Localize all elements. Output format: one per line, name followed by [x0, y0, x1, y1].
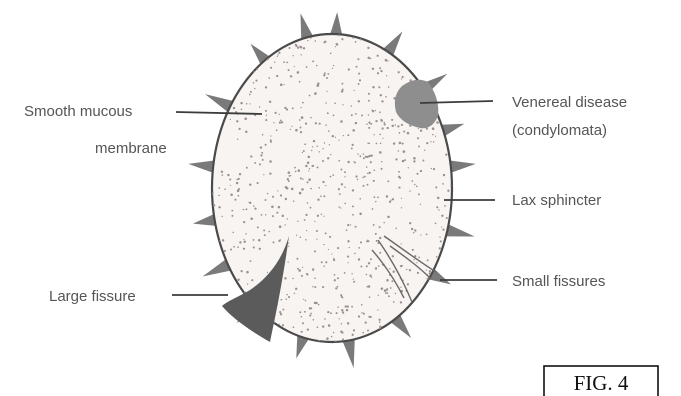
label-venereal-line2: (condylomata) [512, 122, 607, 139]
label-small-fissures: Small fissures [512, 273, 605, 290]
figure-caption: FIG. 4 [574, 371, 629, 395]
label-venereal-line1: Venereal disease [512, 94, 627, 111]
label-smooth-mucous-line2: membrane [95, 140, 167, 157]
figure-caption-box: FIG. 4 [544, 366, 658, 396]
label-large-fissure: Large fissure [49, 288, 136, 305]
label-smooth-mucous-line1: Smooth mucous [24, 103, 132, 120]
label-lax-sphincter: Lax sphincter [512, 192, 601, 209]
